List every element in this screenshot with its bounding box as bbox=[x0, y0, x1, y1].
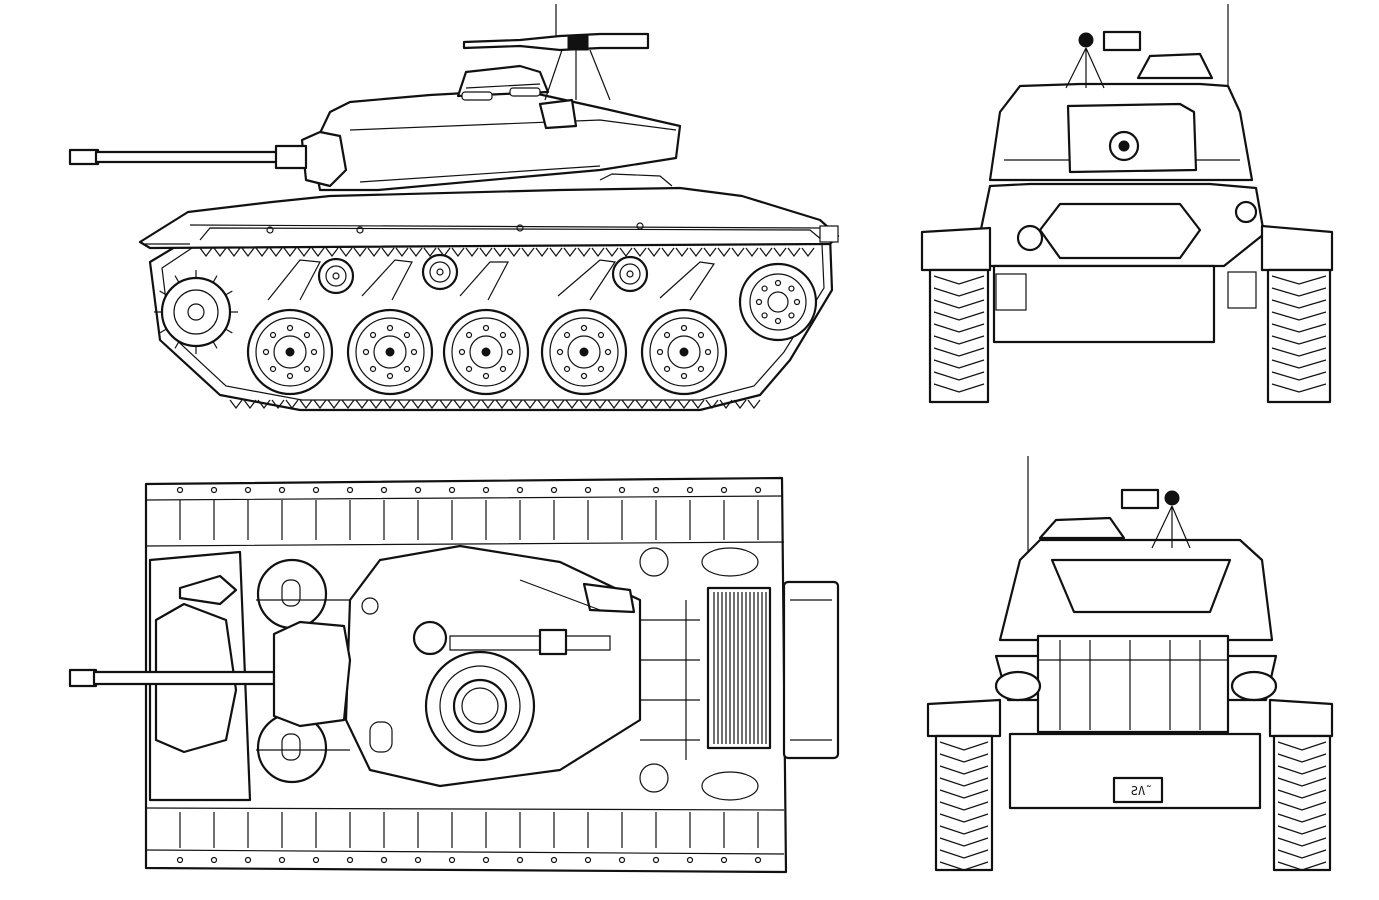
front-fender-left bbox=[920, 226, 992, 272]
front-track-right bbox=[1266, 268, 1332, 404]
top-commander-cupola bbox=[424, 650, 536, 762]
side-return-rollers bbox=[317, 253, 649, 295]
rear-view: ƧɅ̃ bbox=[926, 456, 1334, 872]
rear-track-right bbox=[1272, 734, 1332, 872]
front-headlight-left bbox=[1016, 224, 1044, 252]
side-turret bbox=[300, 64, 682, 192]
front-transmission-cover bbox=[1038, 202, 1202, 260]
side-suspension-arms bbox=[267, 259, 716, 301]
top-engine-grille bbox=[706, 586, 772, 750]
side-view bbox=[68, 4, 840, 412]
side-hull bbox=[138, 186, 840, 250]
front-view bbox=[920, 4, 1334, 404]
rear-fender-left bbox=[926, 698, 1002, 738]
front-headlight-right bbox=[1234, 200, 1258, 224]
rear-exhaust-left bbox=[994, 670, 1042, 702]
side-aa-machine-gun bbox=[462, 4, 650, 101]
side-main-gun bbox=[68, 144, 308, 170]
side-drive-sprocket bbox=[154, 270, 238, 354]
side-fender-lower bbox=[199, 227, 823, 241]
top-rear-stowage bbox=[782, 580, 840, 760]
rear-number-plate bbox=[1112, 776, 1164, 804]
rear-cupola bbox=[1038, 516, 1126, 540]
side-fender-line bbox=[189, 224, 821, 229]
rear-aa-machine-gun bbox=[1120, 488, 1191, 549]
top-aa-machine-gun bbox=[449, 579, 636, 656]
rear-track-left bbox=[934, 734, 994, 872]
rear-stowage-rack bbox=[1036, 634, 1230, 734]
top-loader-periscope bbox=[412, 620, 448, 656]
side-idler-wheel bbox=[738, 262, 818, 342]
rear-turret-bustle bbox=[1050, 558, 1232, 614]
top-headlight-guard bbox=[178, 574, 238, 606]
side-track-teeth-bottom bbox=[229, 399, 761, 409]
front-aa-machine-gun bbox=[1065, 30, 1142, 89]
side-track-teeth-top bbox=[199, 247, 815, 257]
top-fender-lines bbox=[145, 541, 785, 811]
rear-fender-right bbox=[1268, 698, 1334, 738]
top-track-edges bbox=[145, 495, 785, 855]
top-rivets bbox=[176, 486, 762, 864]
front-lower-hull bbox=[992, 264, 1216, 344]
top-view bbox=[68, 476, 840, 874]
front-fender-right bbox=[1260, 224, 1334, 272]
front-track-left bbox=[928, 268, 990, 404]
side-road-wheels bbox=[246, 308, 728, 396]
side-hull-details bbox=[145, 173, 839, 245]
top-main-gun bbox=[68, 620, 352, 728]
front-cupola bbox=[1136, 52, 1214, 80]
top-turret-hatch-handle bbox=[369, 721, 393, 753]
rear-exhaust-right bbox=[1230, 670, 1278, 702]
